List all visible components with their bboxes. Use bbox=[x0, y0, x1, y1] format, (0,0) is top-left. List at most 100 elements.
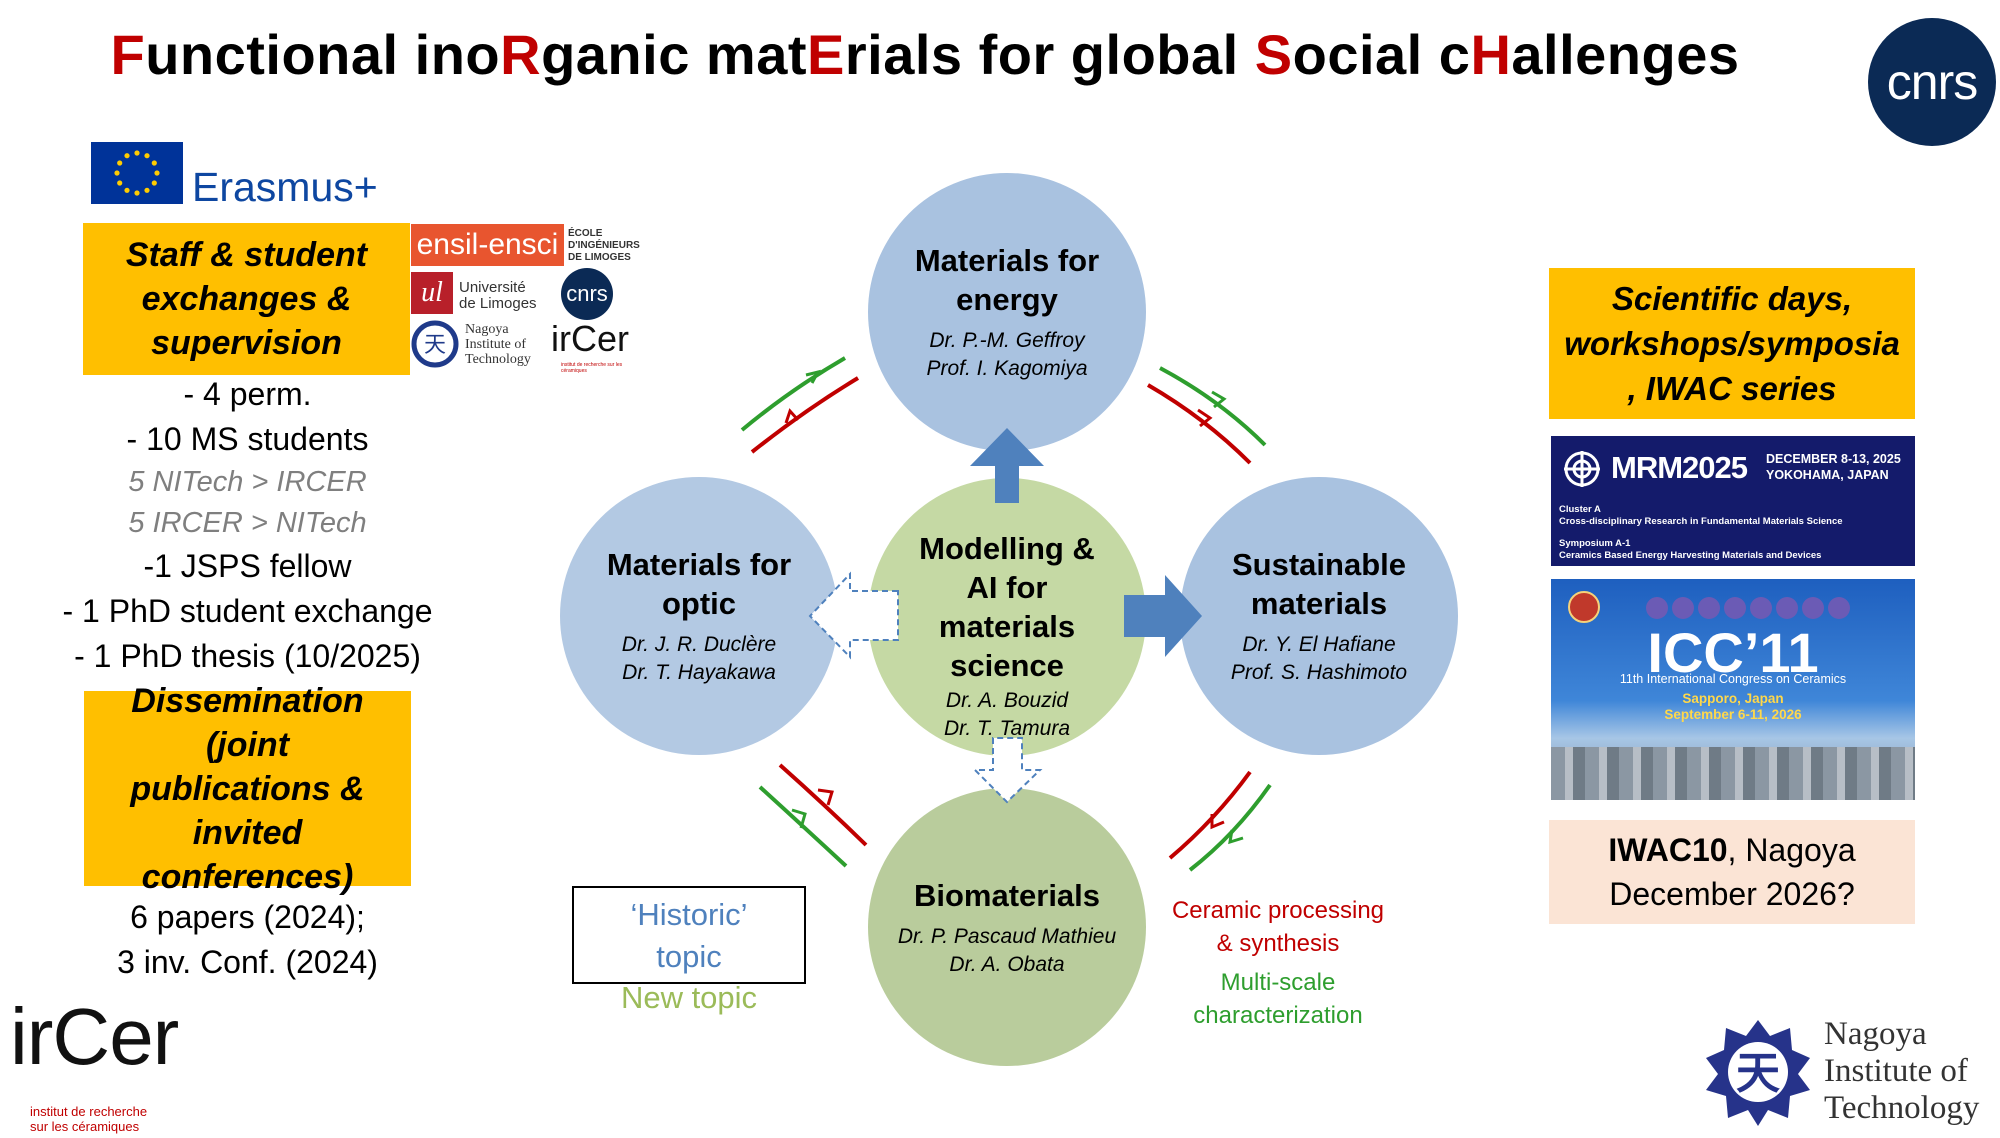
cycle-arrow-red-top-left bbox=[750, 376, 860, 454]
circle-energy-names: Dr. P.-M. Geffroy Prof. I. Kagomiya bbox=[926, 327, 1087, 383]
eu-star bbox=[144, 153, 150, 159]
title-text: ganic mat bbox=[541, 23, 807, 86]
dissemination-list: 6 papers (2024); 3 inv. Conf. (2024) bbox=[30, 895, 465, 985]
ircer-logo-subtitle: institut de recherche sur les céramiques bbox=[30, 1104, 147, 1134]
nitech-small-line: Technology bbox=[465, 352, 531, 367]
events-box: Scientific days, workshops/symposia , IW… bbox=[1549, 268, 1915, 419]
iwac-bold: IWAC10 bbox=[1608, 832, 1728, 868]
icc-city-skyline bbox=[1551, 747, 1915, 800]
unilim-line: Université bbox=[459, 279, 526, 296]
title-accent-letter: F bbox=[110, 23, 146, 86]
iwac-line2: December 2026? bbox=[1609, 876, 1855, 912]
title-accent-letter: R bbox=[500, 23, 542, 86]
circle-optic-name: Dr. J. R. Duclère bbox=[621, 633, 777, 656]
cnrs-logo-text: cnrs bbox=[1886, 54, 1978, 110]
title-accent-letter: E bbox=[806, 23, 845, 86]
events-box-label: Scientific days, workshops/symposia , IW… bbox=[1564, 280, 1900, 407]
processing-label: Ceramic processing & synthesis bbox=[1160, 894, 1396, 960]
cnrs-small-logo: cnrs bbox=[561, 268, 613, 320]
cnrs-logo: cnrs bbox=[1868, 18, 1996, 146]
icc-bubbles-icon bbox=[1646, 597, 1850, 619]
circle-sustainable-title: Sustainable materials bbox=[1232, 547, 1406, 621]
cycle-arrow-green-top-right bbox=[1159, 366, 1267, 447]
unilim-logo-text: Université de Limoges bbox=[459, 280, 537, 312]
circle-sustainable: Sustainable materials Dr. Y. El Hafiane … bbox=[1180, 477, 1458, 755]
dissemination-box: Dissemination (joint publications & invi… bbox=[84, 682, 411, 896]
ensil-subtitle: ÉCOLE D'INGÉNIEURS DE LIMOGES bbox=[568, 228, 640, 264]
spacer bbox=[1559, 528, 1843, 538]
circle-energy-name: Dr. P.-M. Geffroy bbox=[929, 329, 1085, 352]
circle-modelling-names: Dr. A. Bouzid Dr. T. Tamura bbox=[944, 687, 1070, 743]
nitech-small-line: Institute of bbox=[465, 337, 527, 352]
eu-flag-icon bbox=[91, 142, 183, 204]
ircer-small-logo: irCer bbox=[551, 318, 629, 359]
cycle-arrow-red-bottom-left bbox=[778, 763, 868, 847]
mrm-symposium-desc: Ceramics Based Energy Harvesting Materia… bbox=[1559, 550, 1822, 561]
title-accent-letter: S bbox=[1254, 23, 1293, 86]
arrowhead bbox=[1197, 408, 1213, 428]
circle-optic-title: Materials for optic bbox=[606, 547, 792, 621]
title-text: unctional ino bbox=[145, 23, 501, 86]
arrowhead bbox=[784, 408, 800, 424]
svg-text:天: 天 bbox=[424, 333, 446, 358]
exchange-line: - 10 MS students bbox=[126, 421, 369, 457]
block-arrow-right bbox=[1124, 575, 1202, 657]
circle-modelling-title: Modelling & AI for materials science bbox=[919, 531, 1095, 683]
slide-title: Functional inoRganic matErials for globa… bbox=[0, 22, 1850, 87]
mrm-name: MRM2025 bbox=[1611, 450, 1748, 485]
mrm-cluster-info: Cluster A Cross-disciplinary Research in… bbox=[1559, 504, 1843, 562]
mrm-dates: DECEMBER 8-13, 2025 bbox=[1766, 452, 1901, 466]
eu-star bbox=[117, 160, 123, 166]
ensil-sub-line: D'INGÉNIEURS bbox=[568, 240, 640, 251]
eu-star bbox=[134, 150, 140, 156]
arrowhead bbox=[1211, 390, 1227, 409]
ircer-small-subtitle: institut de recherche sur les céramiques bbox=[561, 362, 623, 374]
eu-star bbox=[154, 170, 160, 176]
circle-optic: Materials for optic Dr. J. R. Duclère Dr… bbox=[560, 477, 838, 755]
arrowhead bbox=[791, 808, 807, 829]
legend-historic-topic: ‘Historic’ topic bbox=[572, 894, 806, 978]
exchange-box: Staff & student exchanges & supervision bbox=[83, 223, 410, 375]
legend-new-topic: New topic bbox=[620, 980, 758, 1015]
exchange-line: 5 NITech > IRCER bbox=[128, 466, 367, 498]
mrm-cluster-desc: Cross-disciplinary Research in Fundament… bbox=[1559, 516, 1843, 527]
eu-star bbox=[151, 180, 157, 186]
circle-optic-name: Dr. T. Hayakawa bbox=[622, 661, 776, 684]
unilim-line: de Limoges bbox=[459, 295, 537, 312]
cnrs-small-text: cnrs bbox=[566, 281, 608, 306]
exchange-box-label: Staff & student exchanges & supervision bbox=[125, 236, 368, 362]
circle-modelling-name: Dr. T. Tamura bbox=[943, 717, 1071, 740]
block-arrow-left-dashed bbox=[808, 571, 899, 660]
exchange-line: - 1 PhD thesis (10/2025) bbox=[74, 638, 421, 674]
nitech-small-emblem-icon: 天 bbox=[411, 320, 459, 368]
circle-biomaterials-title: Biomaterials bbox=[913, 877, 1101, 913]
nitech-line: Nagoya bbox=[1824, 1016, 1927, 1052]
nitech-emblem-icon: 天 bbox=[1700, 1014, 1816, 1130]
title-text: ocial c bbox=[1292, 23, 1471, 86]
circle-biomaterials: Biomaterials Dr. P. Pascaud Mathieu Dr. … bbox=[868, 788, 1146, 1066]
iwac-rest: , Nagoya bbox=[1727, 832, 1856, 868]
icc-place-dates: Sapporo, Japan September 6-11, 2026 bbox=[1551, 691, 1915, 723]
block-arrow-down-dashed bbox=[972, 737, 1043, 804]
circle-energy-name: Prof. I. Kagomiya bbox=[926, 357, 1088, 380]
dissemination-line: 3 inv. Conf. (2024) bbox=[117, 944, 378, 980]
exchange-line: - 1 PhD student exchange bbox=[62, 593, 433, 629]
svg-text:天: 天 bbox=[1736, 1048, 1780, 1099]
characterization-text: Multi-scale characterization bbox=[1193, 969, 1363, 1029]
icc-subtitle: 11th International Congress on Ceramics bbox=[1619, 672, 1847, 686]
circle-modelling: Modelling & AI for materials science Dr.… bbox=[868, 478, 1146, 756]
mrm-logo-icon bbox=[1561, 448, 1603, 490]
ensil-sub-line: DE LIMOGES bbox=[568, 252, 631, 263]
eu-star bbox=[144, 187, 150, 193]
mrm2025-poster: MRM2025 DECEMBER 8-13, 2025 YOKOHAMA, JA… bbox=[1551, 436, 1915, 566]
circle-biomaterials-name: Dr. A. Obata bbox=[949, 952, 1065, 976]
cycle-arrow-red-top-right bbox=[1146, 383, 1252, 465]
mrm-cluster: Cluster A bbox=[1559, 504, 1601, 515]
nitech-line: Technology bbox=[1824, 1090, 1980, 1126]
erasmus-logo-text: Erasmus+ bbox=[192, 164, 378, 210]
block-arrow-up bbox=[970, 428, 1044, 503]
arrowhead bbox=[805, 369, 821, 384]
icc-name: ICC’11 bbox=[1647, 621, 1819, 684]
dissemination-line: 6 papers (2024); bbox=[130, 899, 365, 935]
